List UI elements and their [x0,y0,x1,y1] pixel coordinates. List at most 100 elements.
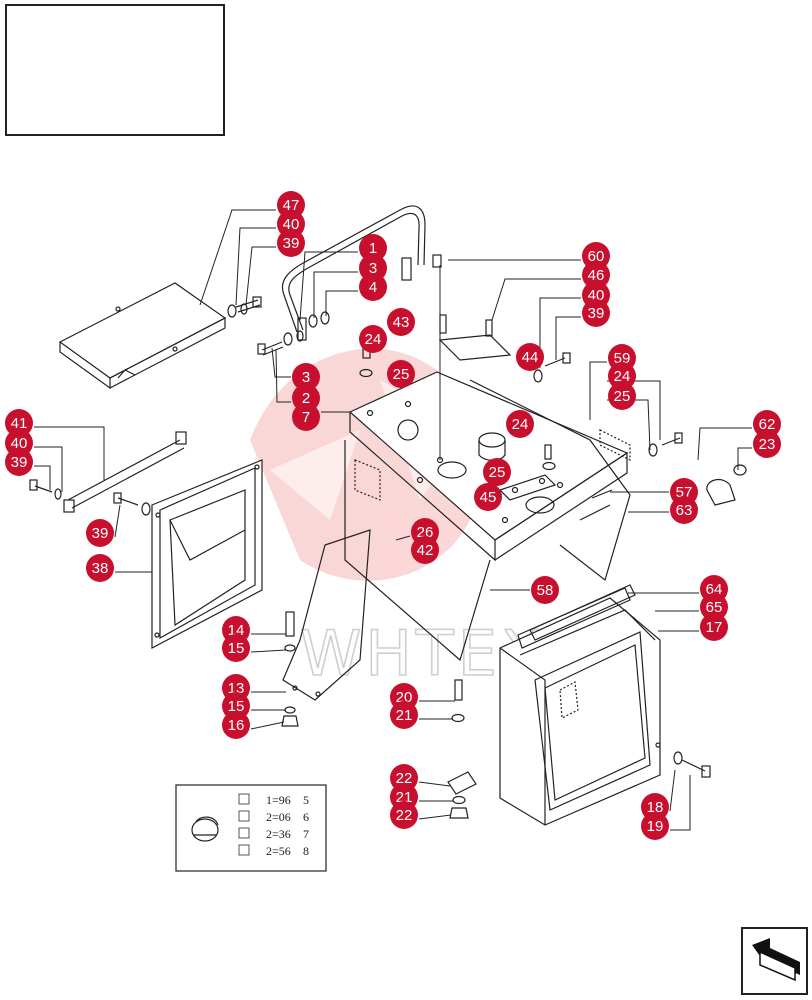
callout-marker [86,554,114,582]
callout-label: 41 [11,415,28,432]
callout-43[interactable]: 43 [387,308,415,336]
bolt-group-topleft [227,296,330,356]
legend-code: 2=56 [266,844,291,858]
callout-39[interactable]: 39 [277,229,305,257]
callout-24[interactable]: 24 [506,410,534,438]
callout-marker [700,593,728,621]
callout-label: 25 [489,464,506,481]
callout-3[interactable]: 3 [292,363,320,391]
callout-marker [390,701,418,729]
callout-marker [531,576,559,604]
callout-label: 3 [369,260,377,277]
legend-checkbox [238,827,250,839]
callout-label: 40 [283,216,300,233]
callout-46[interactable]: 46 [582,261,610,289]
legend-suffix: 6 [303,810,309,824]
left-panel [58,282,227,390]
callout-24[interactable]: 24 [608,362,636,390]
callout-19[interactable]: 19 [641,812,669,840]
callout-label: 22 [396,770,413,787]
callout-marker [608,362,636,390]
callout-marker [292,403,320,431]
callout-label: 16 [228,717,245,734]
title-frame [5,4,225,136]
callout-marker [608,382,636,410]
callout-label: 4 [369,279,377,296]
callout-marker [670,496,698,524]
callout-label: 38 [92,560,109,577]
callout-44[interactable]: 44 [516,343,544,371]
callout-38[interactable]: 38 [86,554,114,582]
callout-65[interactable]: 65 [700,593,728,621]
callout-39[interactable]: 39 [582,299,610,327]
callout-label: 45 [480,489,497,506]
callout-label: 23 [759,436,776,453]
callout-label: 39 [588,305,605,322]
callout-marker [483,458,511,486]
callout-label: 39 [11,454,28,471]
legend-row: 2=06 6 [238,810,309,824]
callout-15[interactable]: 15 [222,634,250,662]
callout-label: 42 [417,542,434,559]
handle-bar [281,205,426,341]
callout-1[interactable]: 1 [359,234,387,262]
callout-label: 7 [302,409,310,426]
callout-17[interactable]: 17 [700,613,728,641]
callout-label: 62 [759,416,776,433]
callout-label: 24 [365,331,382,348]
legend-suffix: 7 [303,827,309,841]
callout-4[interactable]: 4 [359,273,387,301]
callout-label: 39 [92,525,109,542]
callout-25[interactable]: 25 [608,382,636,410]
callout-marker [641,812,669,840]
callout-7[interactable]: 7 [292,403,320,431]
callout-41[interactable]: 41 [5,409,33,437]
leader-lines [34,209,752,831]
callout-label: 25 [614,388,631,405]
callout-marker [516,343,544,371]
callout-label: 19 [647,818,664,835]
callout-label: 22 [396,807,413,824]
legend-code: 2=36 [266,827,291,841]
callout-marker [411,536,439,564]
legend-checkbox [238,844,250,856]
callout-63[interactable]: 63 [670,496,698,524]
callout-label: 58 [537,582,554,599]
callout-39[interactable]: 39 [86,519,114,547]
legend-checkbox [238,810,250,822]
callout-marker [506,410,534,438]
callout-62[interactable]: 62 [753,410,781,438]
callout-marker [387,308,415,336]
callout-label: 2 [302,390,310,407]
callout-label: 60 [588,248,605,265]
legend-row: 2=36 7 [238,827,309,841]
callout-24[interactable]: 24 [359,325,387,353]
back-arrow-button[interactable] [741,927,808,995]
callout-label: 24 [614,368,631,385]
support-tube [29,431,187,513]
callout-16[interactable]: 16 [222,711,250,739]
callout-marker [753,410,781,438]
callout-39[interactable]: 39 [5,448,33,476]
plug-icon [191,816,219,842]
callout-58[interactable]: 58 [531,576,559,604]
callout-42[interactable]: 42 [411,536,439,564]
callout-21[interactable]: 21 [390,701,418,729]
callout-23[interactable]: 23 [753,430,781,458]
callout-marker [582,299,610,327]
callout-25[interactable]: 25 [483,458,511,486]
callout-45[interactable]: 45 [474,483,502,511]
arrow-left-icon [752,938,800,982]
legend-code: 2=06 [266,810,291,824]
callout-marker [277,229,305,257]
callout-22[interactable]: 22 [390,801,418,829]
callout-25[interactable]: 25 [387,360,415,388]
left-vent [113,459,263,649]
callout-label: 46 [588,267,605,284]
